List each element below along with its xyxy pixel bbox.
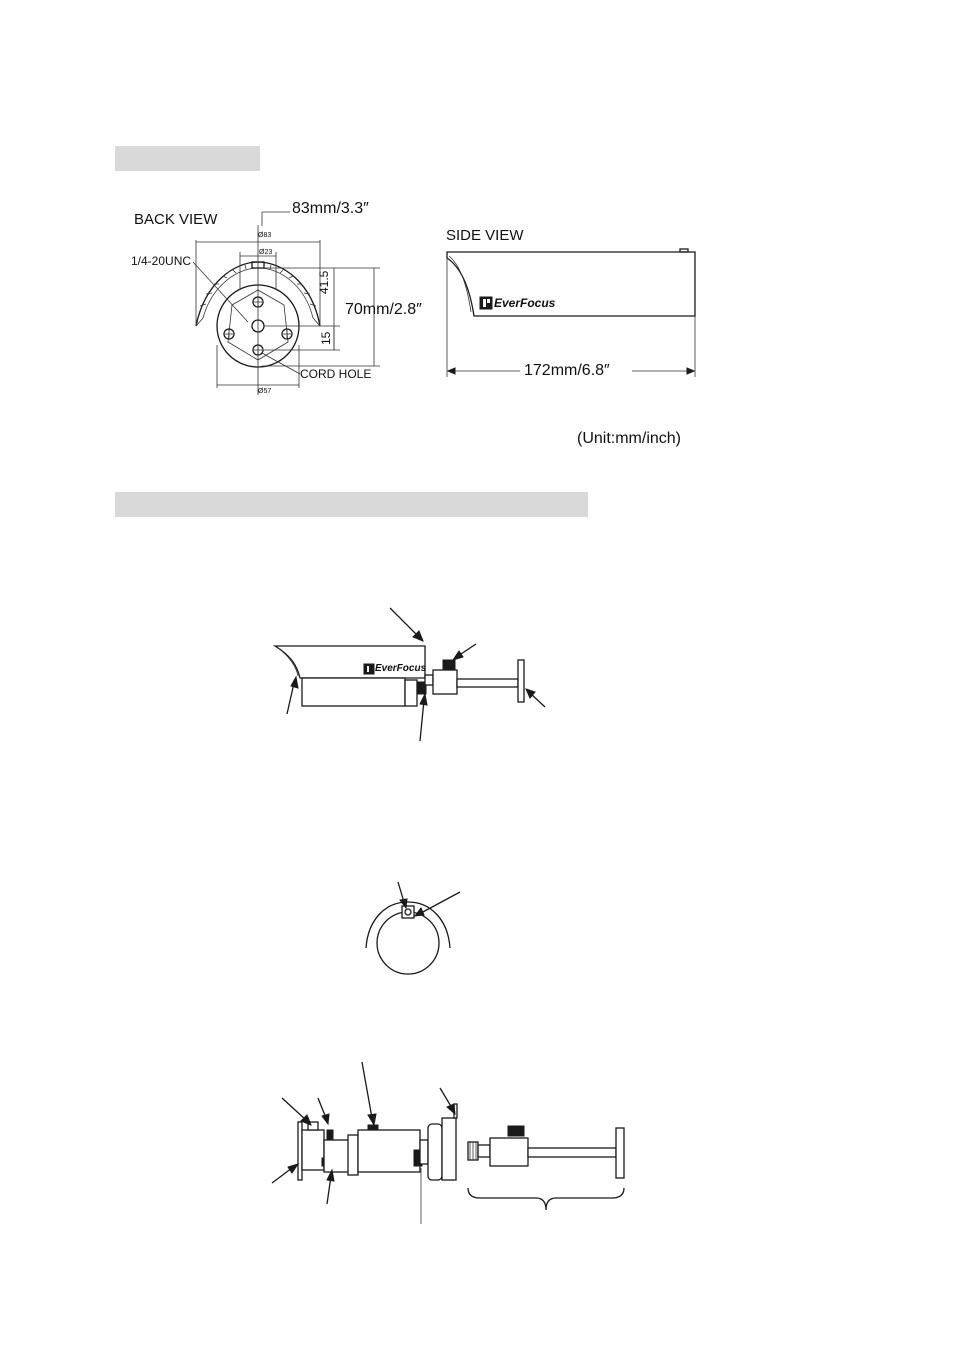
assembled-brand-logo: EverFocus (375, 663, 427, 674)
side-view-title: SIDE VIEW (446, 227, 524, 244)
unit-note: (Unit:mm/inch) (577, 430, 682, 447)
back-view-title: BACK VIEW (134, 211, 218, 228)
length-dimension-label: 172mm/6.8″ (524, 362, 610, 379)
back-view-drawing (192, 211, 380, 395)
width-dimension-label: 83mm/3.3″ (292, 200, 369, 217)
section-header-components (115, 492, 588, 517)
exploded-view-drawing (271, 1061, 625, 1224)
assembled-camera-drawing (272, 607, 546, 742)
section-header-dimensions (115, 146, 260, 171)
cord-hole-label: CORD HOLE (300, 367, 372, 381)
dimension-41-5-label: 41.5 (317, 270, 331, 294)
ring-detail-drawing (365, 881, 461, 975)
diameter-23-label: Ø23 (259, 249, 273, 256)
diameter-57-label: Ø57 (258, 388, 272, 395)
height-dimension-label: 70mm/2.8″ (345, 301, 422, 318)
callout-arrows (286, 607, 546, 742)
mount-thread-label: 1/4-20UNC (131, 254, 192, 268)
side-view-brand-logo: EverFocus (494, 296, 556, 310)
exploded-callout-arrows (271, 1061, 456, 1224)
diameter-83-label: Ø83 (258, 232, 272, 239)
dimension-15-label: 15 (319, 331, 333, 345)
side-view-drawing (446, 248, 696, 377)
